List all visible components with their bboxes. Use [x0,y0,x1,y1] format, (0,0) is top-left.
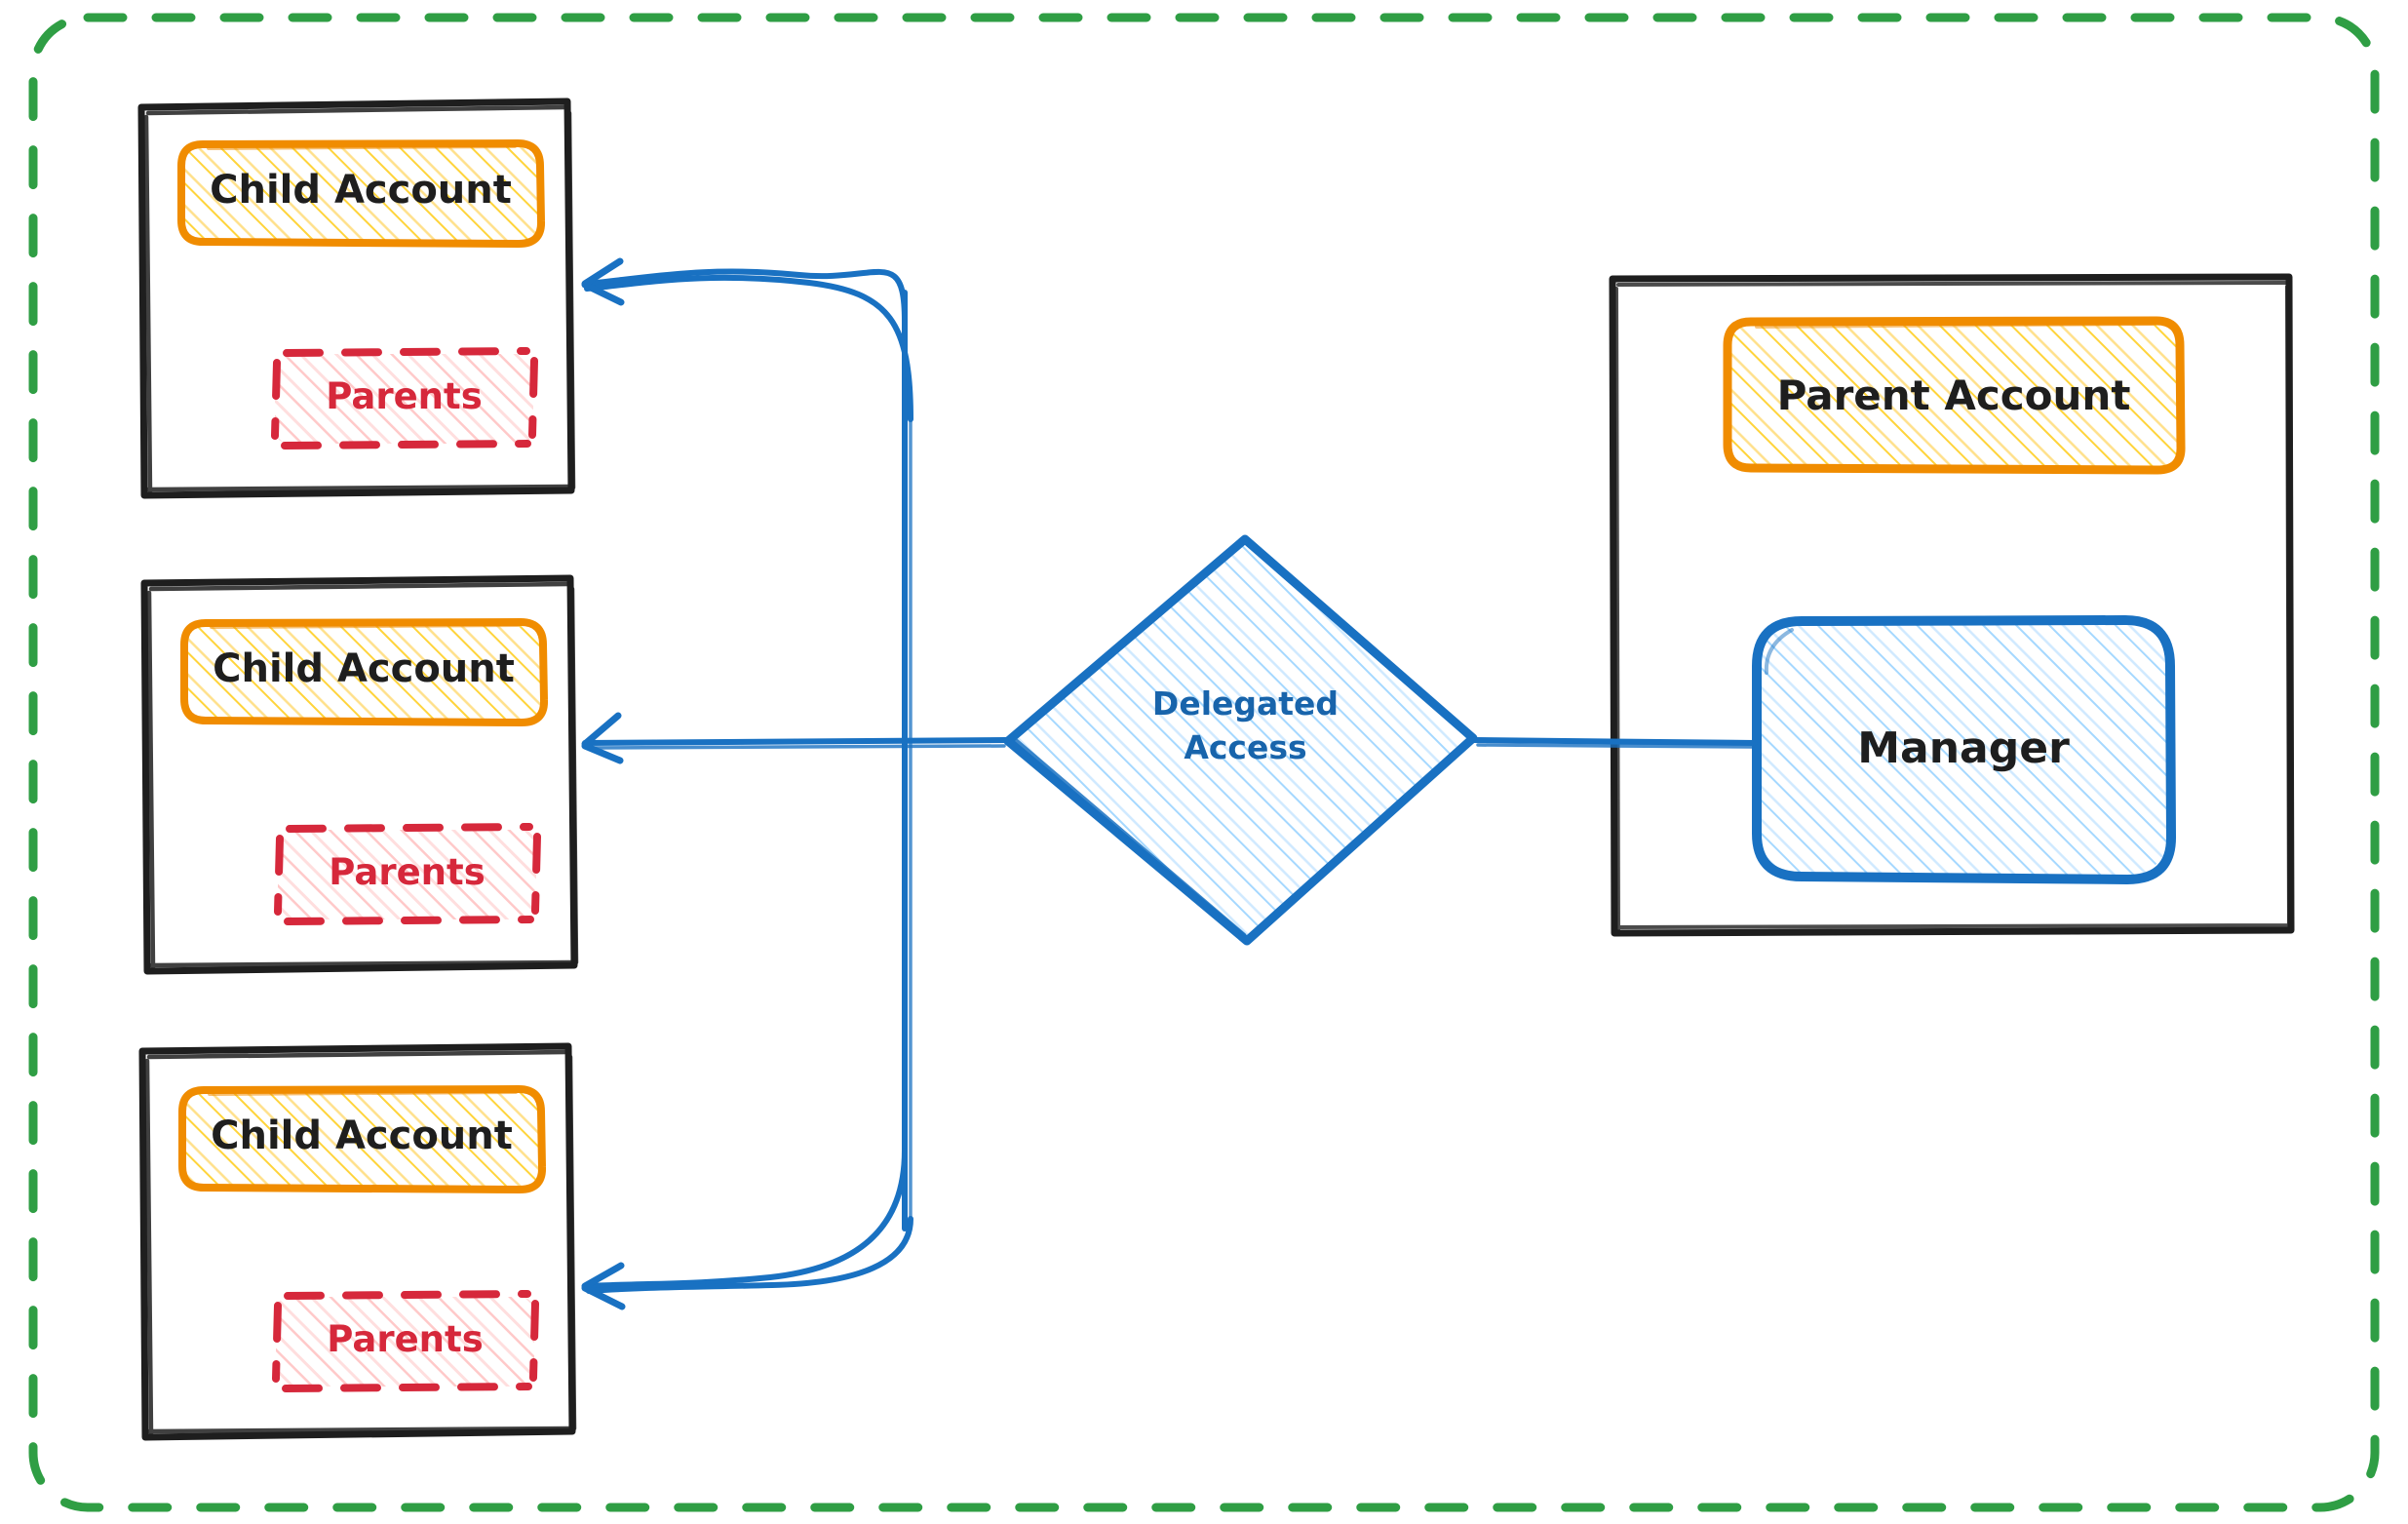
connector-manager-to-delegated[interactable] [1471,737,1758,749]
connector-trunk [902,290,913,1231]
parents-box-3[interactable] [272,1290,539,1392]
child-account-container-1[interactable] [137,98,576,499]
parents-box-2[interactable] [274,823,541,925]
child-account-container-3[interactable] [138,1042,577,1441]
outer-boundary [28,13,2380,1512]
parent-account-box[interactable] [1723,316,2186,475]
manager-box[interactable] [1752,615,2177,884]
connector-to-child-2[interactable] [581,712,1009,764]
delegated-access-diamond[interactable] [1003,534,1479,946]
parents-box-1[interactable] [271,347,538,449]
connector-to-child-1[interactable] [581,257,913,422]
child-account-box-3[interactable] [178,1085,547,1193]
child-account-box-1[interactable] [177,139,546,248]
connector-to-child-3[interactable] [581,1148,913,1310]
child-account-container-2[interactable] [140,574,579,975]
child-account-box-2[interactable] [180,618,549,726]
parent-account-container[interactable] [1609,273,2295,937]
